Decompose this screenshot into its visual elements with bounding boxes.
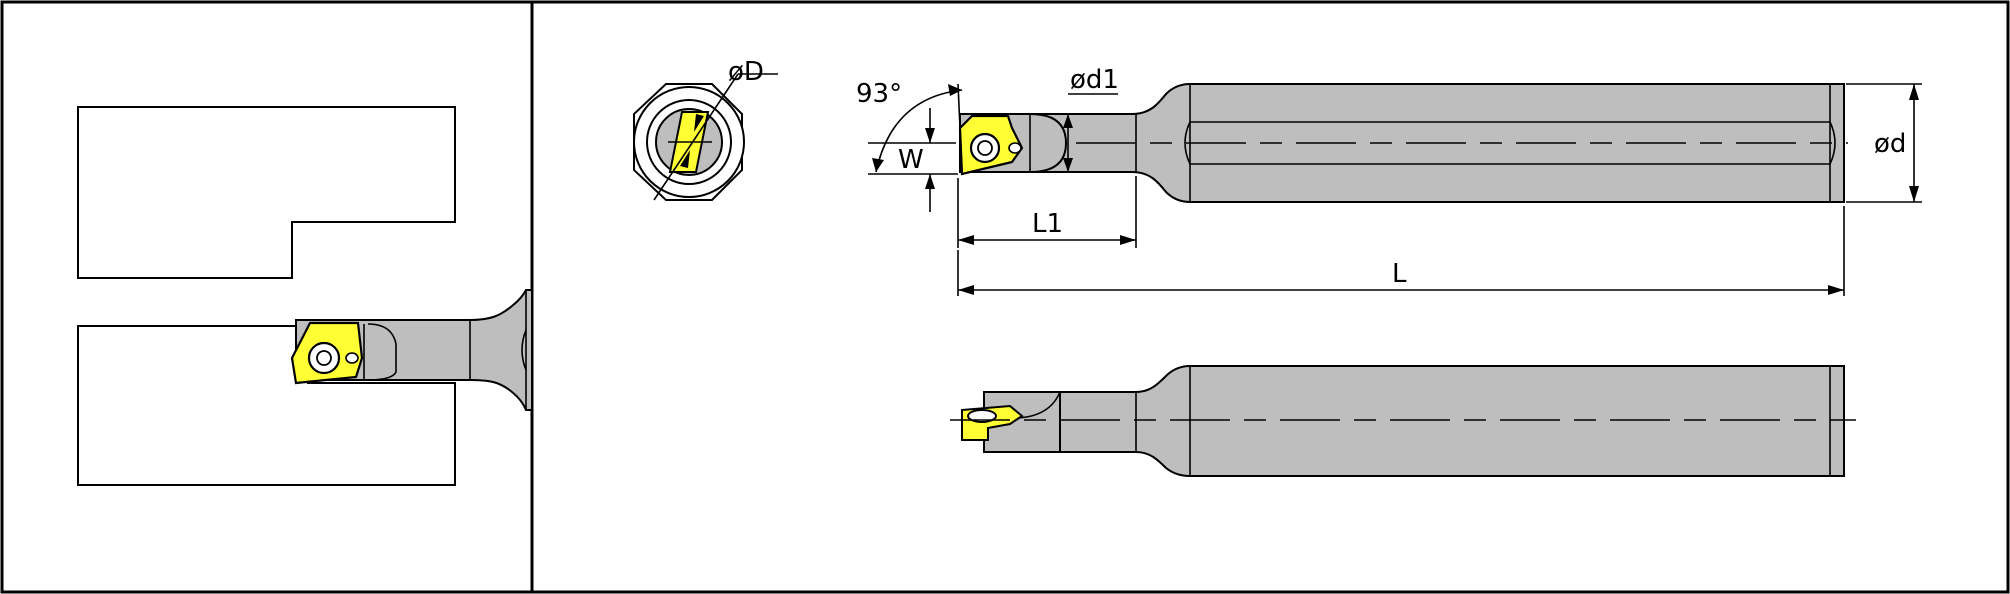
neck-diameter-label: ød1 bbox=[1070, 65, 1119, 95]
shank-diameter-label: ød bbox=[1874, 129, 1906, 159]
end-view: øD bbox=[633, 57, 778, 201]
boring-bar-top-view bbox=[950, 365, 1856, 477]
width-label: W bbox=[898, 145, 924, 175]
boring-bar-side-view bbox=[958, 83, 1848, 203]
head-length-dimension: L1 bbox=[957, 176, 1137, 248]
torx-screw-icon bbox=[967, 409, 997, 423]
bore-diameter-label: øD bbox=[728, 57, 764, 87]
angle-label: 93° bbox=[856, 79, 902, 109]
head-length-label: L1 bbox=[1032, 209, 1063, 239]
neck-diameter-dimension: ød1 bbox=[1063, 65, 1119, 172]
torx-screw-icon bbox=[969, 132, 1001, 164]
boring-bar-in-bore bbox=[290, 289, 533, 411]
length-label: L bbox=[1392, 259, 1407, 289]
workpiece-upper-section bbox=[77, 106, 456, 279]
torx-screw-icon bbox=[307, 341, 341, 375]
overall-length-dimension: L bbox=[957, 206, 1845, 296]
shank-diameter-dimension: ød bbox=[1846, 83, 1922, 203]
width-dimension: W bbox=[868, 108, 958, 212]
angle-dimension: 93° bbox=[856, 79, 963, 173]
